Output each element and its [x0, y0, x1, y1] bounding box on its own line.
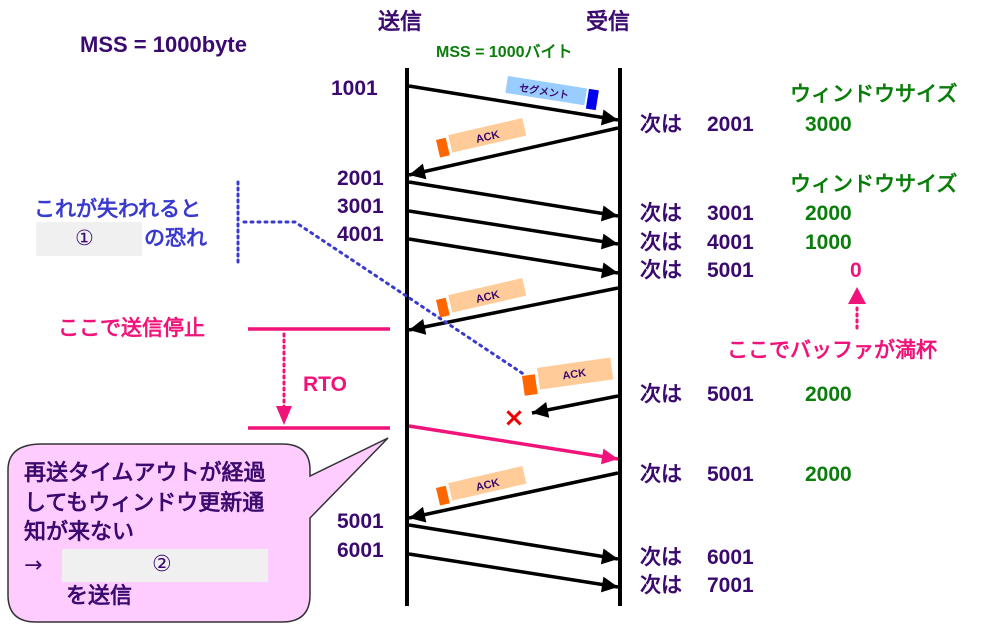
send-seq: 2001 [337, 167, 384, 190]
next-seq: 4001 [707, 231, 754, 254]
segment-arrow-6001 [408, 552, 619, 593]
stop-label: ここで送信停止 [58, 316, 205, 340]
window-size-label: ウィンドウサイズ [790, 82, 958, 106]
receiver-label: 受信 [586, 10, 631, 35]
answer-blank-2-label: ② [152, 552, 172, 577]
answer-blank-1[interactable] [36, 222, 142, 256]
send-seq: 1001 [331, 77, 378, 100]
ack-arrow-1 [408, 126, 619, 180]
answer-blank-1-label: ① [75, 226, 94, 250]
send-seq: 4001 [337, 223, 384, 246]
ack-label: ACK [562, 367, 587, 382]
window-value-zero: 0 [850, 259, 862, 282]
callout-line2: してもウィンドウ更新通 [24, 491, 265, 516]
callout-line4: を送信 [66, 584, 133, 609]
window-size-label: ウィンドウサイズ [790, 172, 958, 196]
ack-arrow-3 [408, 471, 619, 523]
ack-arrow-2 [408, 286, 619, 335]
ack-label-tag-1: ACK [436, 118, 527, 158]
callout-line1: 再送タイムアウトが経過 [24, 461, 266, 486]
send-seq: 3001 [337, 195, 384, 218]
lost-x-mark: × [503, 403, 525, 433]
loss-note-line2: の恐れ [144, 226, 207, 250]
send-seq: 5001 [337, 510, 384, 533]
callout-arrow: → [24, 553, 43, 578]
window-value: 2000 [805, 463, 852, 486]
window-value: 2000 [805, 202, 852, 225]
next-prefix: 次は [640, 382, 682, 406]
next-prefix: 次は [640, 201, 682, 225]
segment-arrow-2001 [408, 180, 619, 222]
buffer-full-arrow-head [848, 287, 866, 304]
loss-pointer-line [242, 220, 527, 377]
rto-arrow-head [276, 406, 292, 425]
segment-arrow-1001 [408, 84, 619, 126]
next-prefix: 次は [640, 258, 682, 282]
ack-label: ACK [475, 129, 501, 146]
next-seq: 2001 [707, 113, 754, 136]
mss-title: MSS = 1000byte [80, 32, 247, 57]
segment-label-tag: セグメント [505, 76, 599, 111]
next-prefix: 次は [640, 573, 682, 597]
callout-line3: 知が来ない [24, 520, 135, 545]
loss-note-line1: これが失われると [34, 197, 201, 221]
segment-arrow-3001 [408, 209, 619, 250]
ack-label: ACK [475, 289, 501, 306]
next-prefix: 次は [640, 462, 682, 486]
next-seq: 7001 [707, 574, 754, 597]
segment-arrow-5001 [408, 523, 619, 565]
next-seq: 6001 [707, 546, 754, 569]
next-seq: 3001 [707, 202, 754, 225]
window-value: 1000 [805, 231, 852, 254]
ack-label-tag-3: ACK [436, 466, 527, 506]
send-seq: 6001 [337, 539, 384, 562]
next-prefix: 次は [640, 545, 682, 569]
buffer-full-label: ここでバッファが満杯 [727, 338, 937, 362]
window-value: 2000 [805, 383, 852, 406]
ack-label-tag-2: ACK [436, 278, 527, 318]
window-value: 3000 [805, 113, 852, 136]
mss-note: MSS = 1000バイト [436, 44, 573, 61]
answer-blank-2[interactable] [62, 549, 268, 582]
ack-label: ACK [475, 477, 501, 494]
next-seq: 5001 [707, 259, 754, 282]
next-prefix: 次は [640, 112, 682, 136]
next-prefix: 次は [640, 230, 682, 254]
next-seq: 5001 [707, 383, 754, 406]
sender-label: 送信 [378, 10, 423, 35]
window-probe-arrow [408, 424, 619, 465]
next-seq: 5001 [707, 463, 754, 486]
rto-label: RTO [303, 373, 347, 396]
segment-arrow-4001 [408, 237, 619, 279]
lost-ack-arrow [531, 394, 619, 418]
ack-label-tag-lost: ACK [522, 357, 614, 396]
